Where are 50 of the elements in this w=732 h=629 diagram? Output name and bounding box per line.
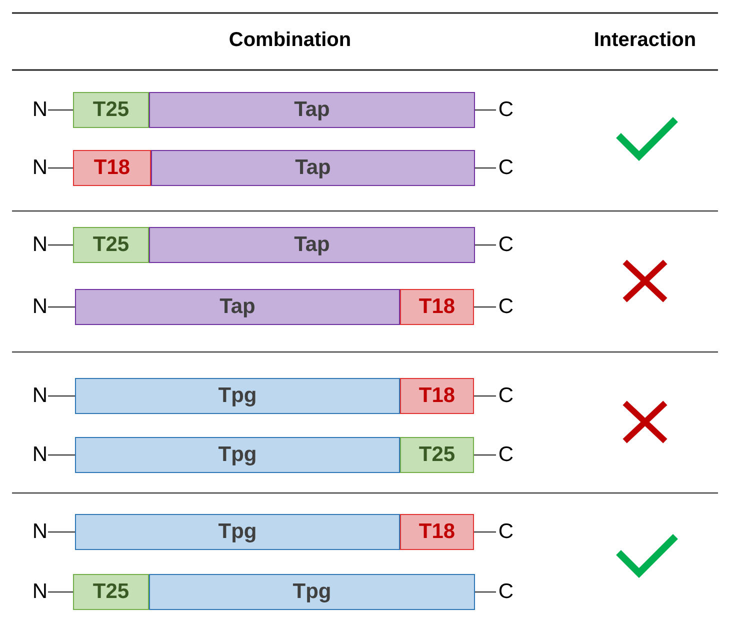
terminus-label: C bbox=[496, 514, 516, 550]
column-header: Combination bbox=[228, 29, 352, 52]
linker-line bbox=[48, 531, 75, 533]
linker-line bbox=[475, 591, 496, 593]
tag-domain-bar: T25 bbox=[73, 227, 149, 263]
terminus-label: N bbox=[30, 437, 50, 473]
protein-domain-bar: Tap bbox=[149, 92, 475, 128]
terminus-label: N bbox=[30, 289, 50, 325]
linker-line bbox=[474, 306, 496, 308]
terminus-label: C bbox=[496, 574, 516, 610]
linker-line bbox=[475, 167, 496, 169]
tag-domain-bar: T25 bbox=[400, 437, 474, 473]
tag-domain-bar: T18 bbox=[400, 514, 474, 550]
terminus-label: C bbox=[496, 437, 516, 473]
linker-line bbox=[474, 454, 496, 456]
protein-domain-bar: Tpg bbox=[75, 514, 400, 550]
terminus-label: N bbox=[30, 574, 50, 610]
terminus-label: C bbox=[496, 92, 516, 128]
tag-domain-bar: T18 bbox=[400, 289, 474, 325]
linker-line bbox=[48, 591, 73, 593]
tag-domain-bar: T18 bbox=[73, 150, 151, 186]
linker-line bbox=[474, 395, 496, 397]
terminus-label: C bbox=[496, 150, 516, 186]
linker-line bbox=[48, 454, 75, 456]
terminus-label: N bbox=[30, 514, 50, 550]
linker-line bbox=[48, 395, 75, 397]
protein-domain-bar: Tap bbox=[151, 150, 475, 186]
terminus-label: C bbox=[496, 227, 516, 263]
terminus-label: N bbox=[30, 150, 50, 186]
protein-domain-bar: Tap bbox=[149, 227, 475, 263]
protein-domain-bar: Tap bbox=[75, 289, 400, 325]
terminus-label: N bbox=[30, 378, 50, 414]
linker-line bbox=[475, 244, 496, 246]
terminus-label: N bbox=[30, 227, 50, 263]
tag-domain-bar: T18 bbox=[400, 378, 474, 414]
linker-line bbox=[474, 531, 496, 533]
terminus-label: C bbox=[496, 378, 516, 414]
linker-line bbox=[48, 244, 73, 246]
protein-domain-bar: Tpg bbox=[75, 437, 400, 473]
linker-line bbox=[475, 109, 496, 111]
terminus-label: C bbox=[496, 289, 516, 325]
column-header: Interaction bbox=[592, 29, 698, 52]
terminus-label: N bbox=[30, 92, 50, 128]
tag-domain-bar: T25 bbox=[73, 574, 149, 610]
protein-domain-bar: Tpg bbox=[75, 378, 400, 414]
linker-line bbox=[48, 306, 75, 308]
linker-line bbox=[48, 109, 73, 111]
tag-domain-bar: T25 bbox=[73, 92, 149, 128]
linker-line bbox=[48, 167, 73, 169]
protein-domain-bar: Tpg bbox=[149, 574, 475, 610]
